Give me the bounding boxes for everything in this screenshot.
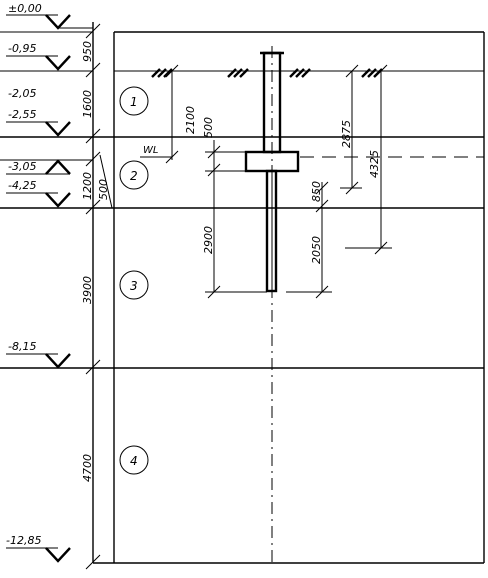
profile-frame [0,22,485,564]
thickness-3900: 3900 [81,276,94,304]
layer-4-number: 4 [130,454,138,468]
dim-4325: 4325 [368,150,381,178]
level-7: -12,85 [6,534,41,547]
dim-2875: 2875 [340,120,353,148]
level-6: -8,15 [8,340,36,353]
water-level-label: WL [143,145,158,156]
level-4: -3,05 [8,160,36,173]
thickness-1600: 1600 [81,90,94,118]
layer-2-number: 2 [130,169,138,183]
thickness-950: 950 [81,41,94,62]
thickness-1200: 1200 [81,172,94,200]
level-2: -2,05 [8,87,36,100]
level-markers: ±0,00 -0,95 -2,05 -2,55 -3,05 -4,25 -8,1… [6,2,93,563]
layer-thickness-dims: 950 1600 1200 500 3900 4700 [81,23,113,570]
pile-dimension-lines: 2100 500 2900 850 2050 2875 4325 [165,64,392,299]
level-3: -2,55 [8,108,36,121]
pile-foundation [244,46,300,563]
dim-2050: 2050 [310,236,323,264]
ground-hatch [151,68,383,78]
layer-1-number: 1 [130,95,138,109]
layer-3-number: 3 [130,279,138,293]
thickness-500: 500 [97,179,110,200]
dim-2100: 2100 [184,106,197,134]
dim-850: 850 [310,181,323,202]
water-level: WL [140,145,484,158]
level-0: ±0,00 [8,2,42,15]
dim-2900: 2900 [202,226,215,254]
thickness-4700: 4700 [81,454,94,482]
level-1: -0,95 [8,42,36,55]
dim-500: 500 [202,117,215,138]
layer-numbers: 1 2 3 4 [119,86,149,475]
level-5: -4,25 [8,179,36,192]
